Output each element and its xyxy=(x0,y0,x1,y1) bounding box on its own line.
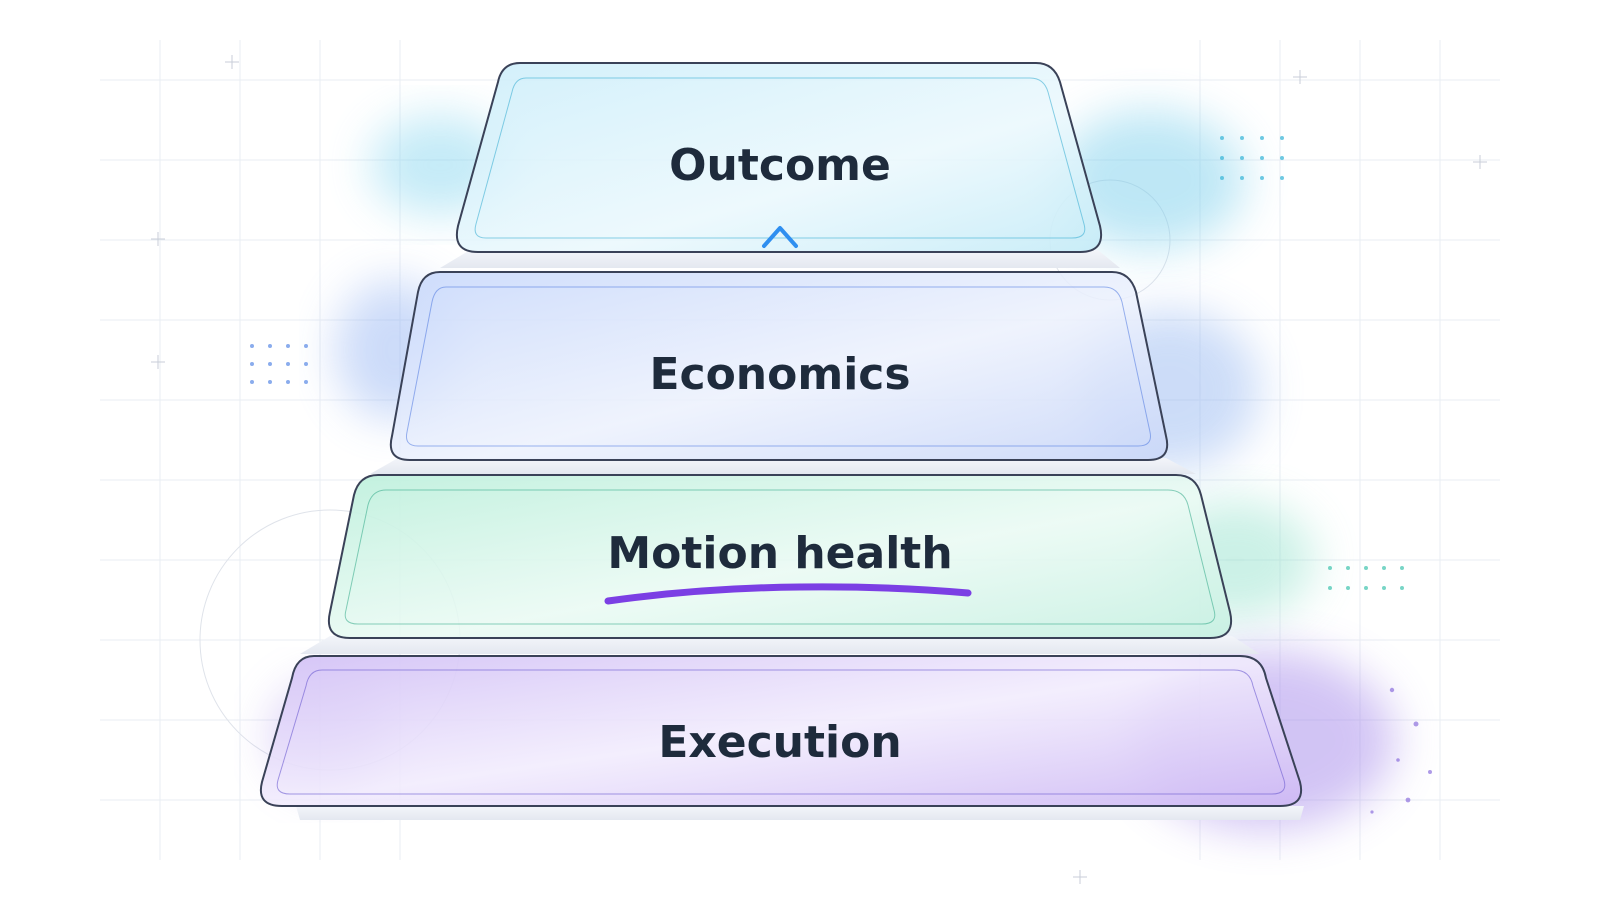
paint-speckles xyxy=(1370,687,1432,814)
tier-economics: Economics xyxy=(370,271,1196,474)
tier-economics-label: Economics xyxy=(649,349,910,400)
emphasis-underline xyxy=(604,583,972,605)
dot-cluster-top-right xyxy=(1220,136,1284,180)
dot-cluster-left xyxy=(250,344,308,384)
tier-execution-slab xyxy=(296,806,1304,820)
tier-outcome-label: Outcome xyxy=(669,140,891,191)
tier-execution-inner-border xyxy=(276,669,1286,795)
tier-execution: Execution xyxy=(260,655,1304,820)
tier-economics-slab xyxy=(370,458,1196,474)
tier-economics-shape xyxy=(389,271,1169,461)
tier-execution-shape xyxy=(260,655,1302,807)
tier-motion-health-slab xyxy=(300,636,1260,654)
dot-cluster-right xyxy=(1328,566,1404,590)
tier-economics-inner-border xyxy=(406,286,1151,447)
upward-arrow xyxy=(762,226,798,310)
tier-motion-health-inner-border xyxy=(344,489,1216,625)
tier-motion-health: Motion health xyxy=(300,474,1260,654)
tier-outcome-inner-border xyxy=(474,77,1086,239)
crosshair-marks xyxy=(151,55,1487,884)
tier-motion-health-label: Motion health xyxy=(607,528,952,579)
tier-outcome-shape xyxy=(456,62,1102,253)
tier-motion-health-shape xyxy=(328,474,1232,639)
tier-execution-label: Execution xyxy=(658,717,901,768)
